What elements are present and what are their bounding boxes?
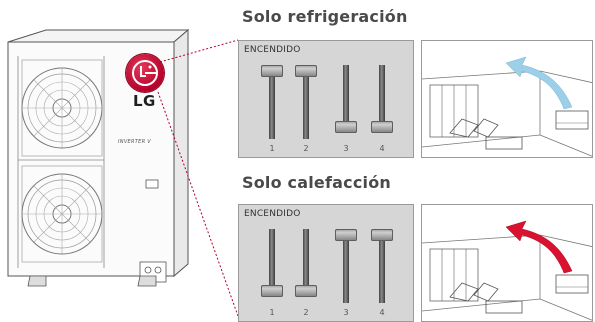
cooling-dip-panel: ENCENDIDO 1 2 3 4 bbox=[238, 40, 414, 158]
heating-dip-panel: ENCENDIDO 1 2 3 4 bbox=[238, 204, 414, 322]
lg-face-icon bbox=[132, 60, 158, 86]
cooling-switch-number-2: 2 bbox=[303, 144, 309, 153]
heating-switch-number-3: 3 bbox=[343, 308, 349, 317]
heating-switch-number-2: 2 bbox=[303, 308, 309, 317]
heating-switch-number-1: 1 bbox=[269, 308, 275, 317]
cooling-switch-number-1: 1 bbox=[269, 144, 275, 153]
heating-room-illustration bbox=[421, 204, 593, 322]
cooling-room-illustration bbox=[421, 40, 593, 158]
series-label: INVERTER V bbox=[118, 139, 151, 145]
outdoor-unit-illustration bbox=[7, 28, 190, 287]
cooling-switch-number-4: 4 bbox=[379, 144, 385, 153]
heating-dip-switch-1[interactable] bbox=[261, 229, 283, 305]
heating-switch-number-4: 4 bbox=[379, 308, 385, 317]
cooling-dip-switch-4[interactable] bbox=[371, 65, 393, 141]
cooling-title: Solo refrigeración bbox=[242, 7, 408, 26]
lg-logo-icon bbox=[126, 54, 164, 92]
cooling-panel-label: ENCENDIDO bbox=[244, 45, 301, 55]
heating-dip-switch-4[interactable] bbox=[371, 229, 393, 305]
outdoor-unit: LG INVERTER V bbox=[0, 0, 200, 320]
heating-room-drawing bbox=[422, 220, 592, 321]
cooling-switch-number-3: 3 bbox=[343, 144, 349, 153]
heating-dip-switch-2[interactable] bbox=[295, 229, 317, 305]
heating-panel-label: ENCENDIDO bbox=[244, 209, 301, 219]
heating-title: Solo calefacción bbox=[242, 173, 391, 192]
cooling-dip-switch-3[interactable] bbox=[335, 65, 357, 141]
heating-dip-switch-3[interactable] bbox=[335, 229, 357, 305]
cooling-dip-switch-1[interactable] bbox=[261, 65, 283, 141]
cooling-dip-switch-2[interactable] bbox=[295, 65, 317, 141]
cooling-room-drawing bbox=[422, 56, 592, 157]
brand-label: LG bbox=[133, 92, 156, 110]
